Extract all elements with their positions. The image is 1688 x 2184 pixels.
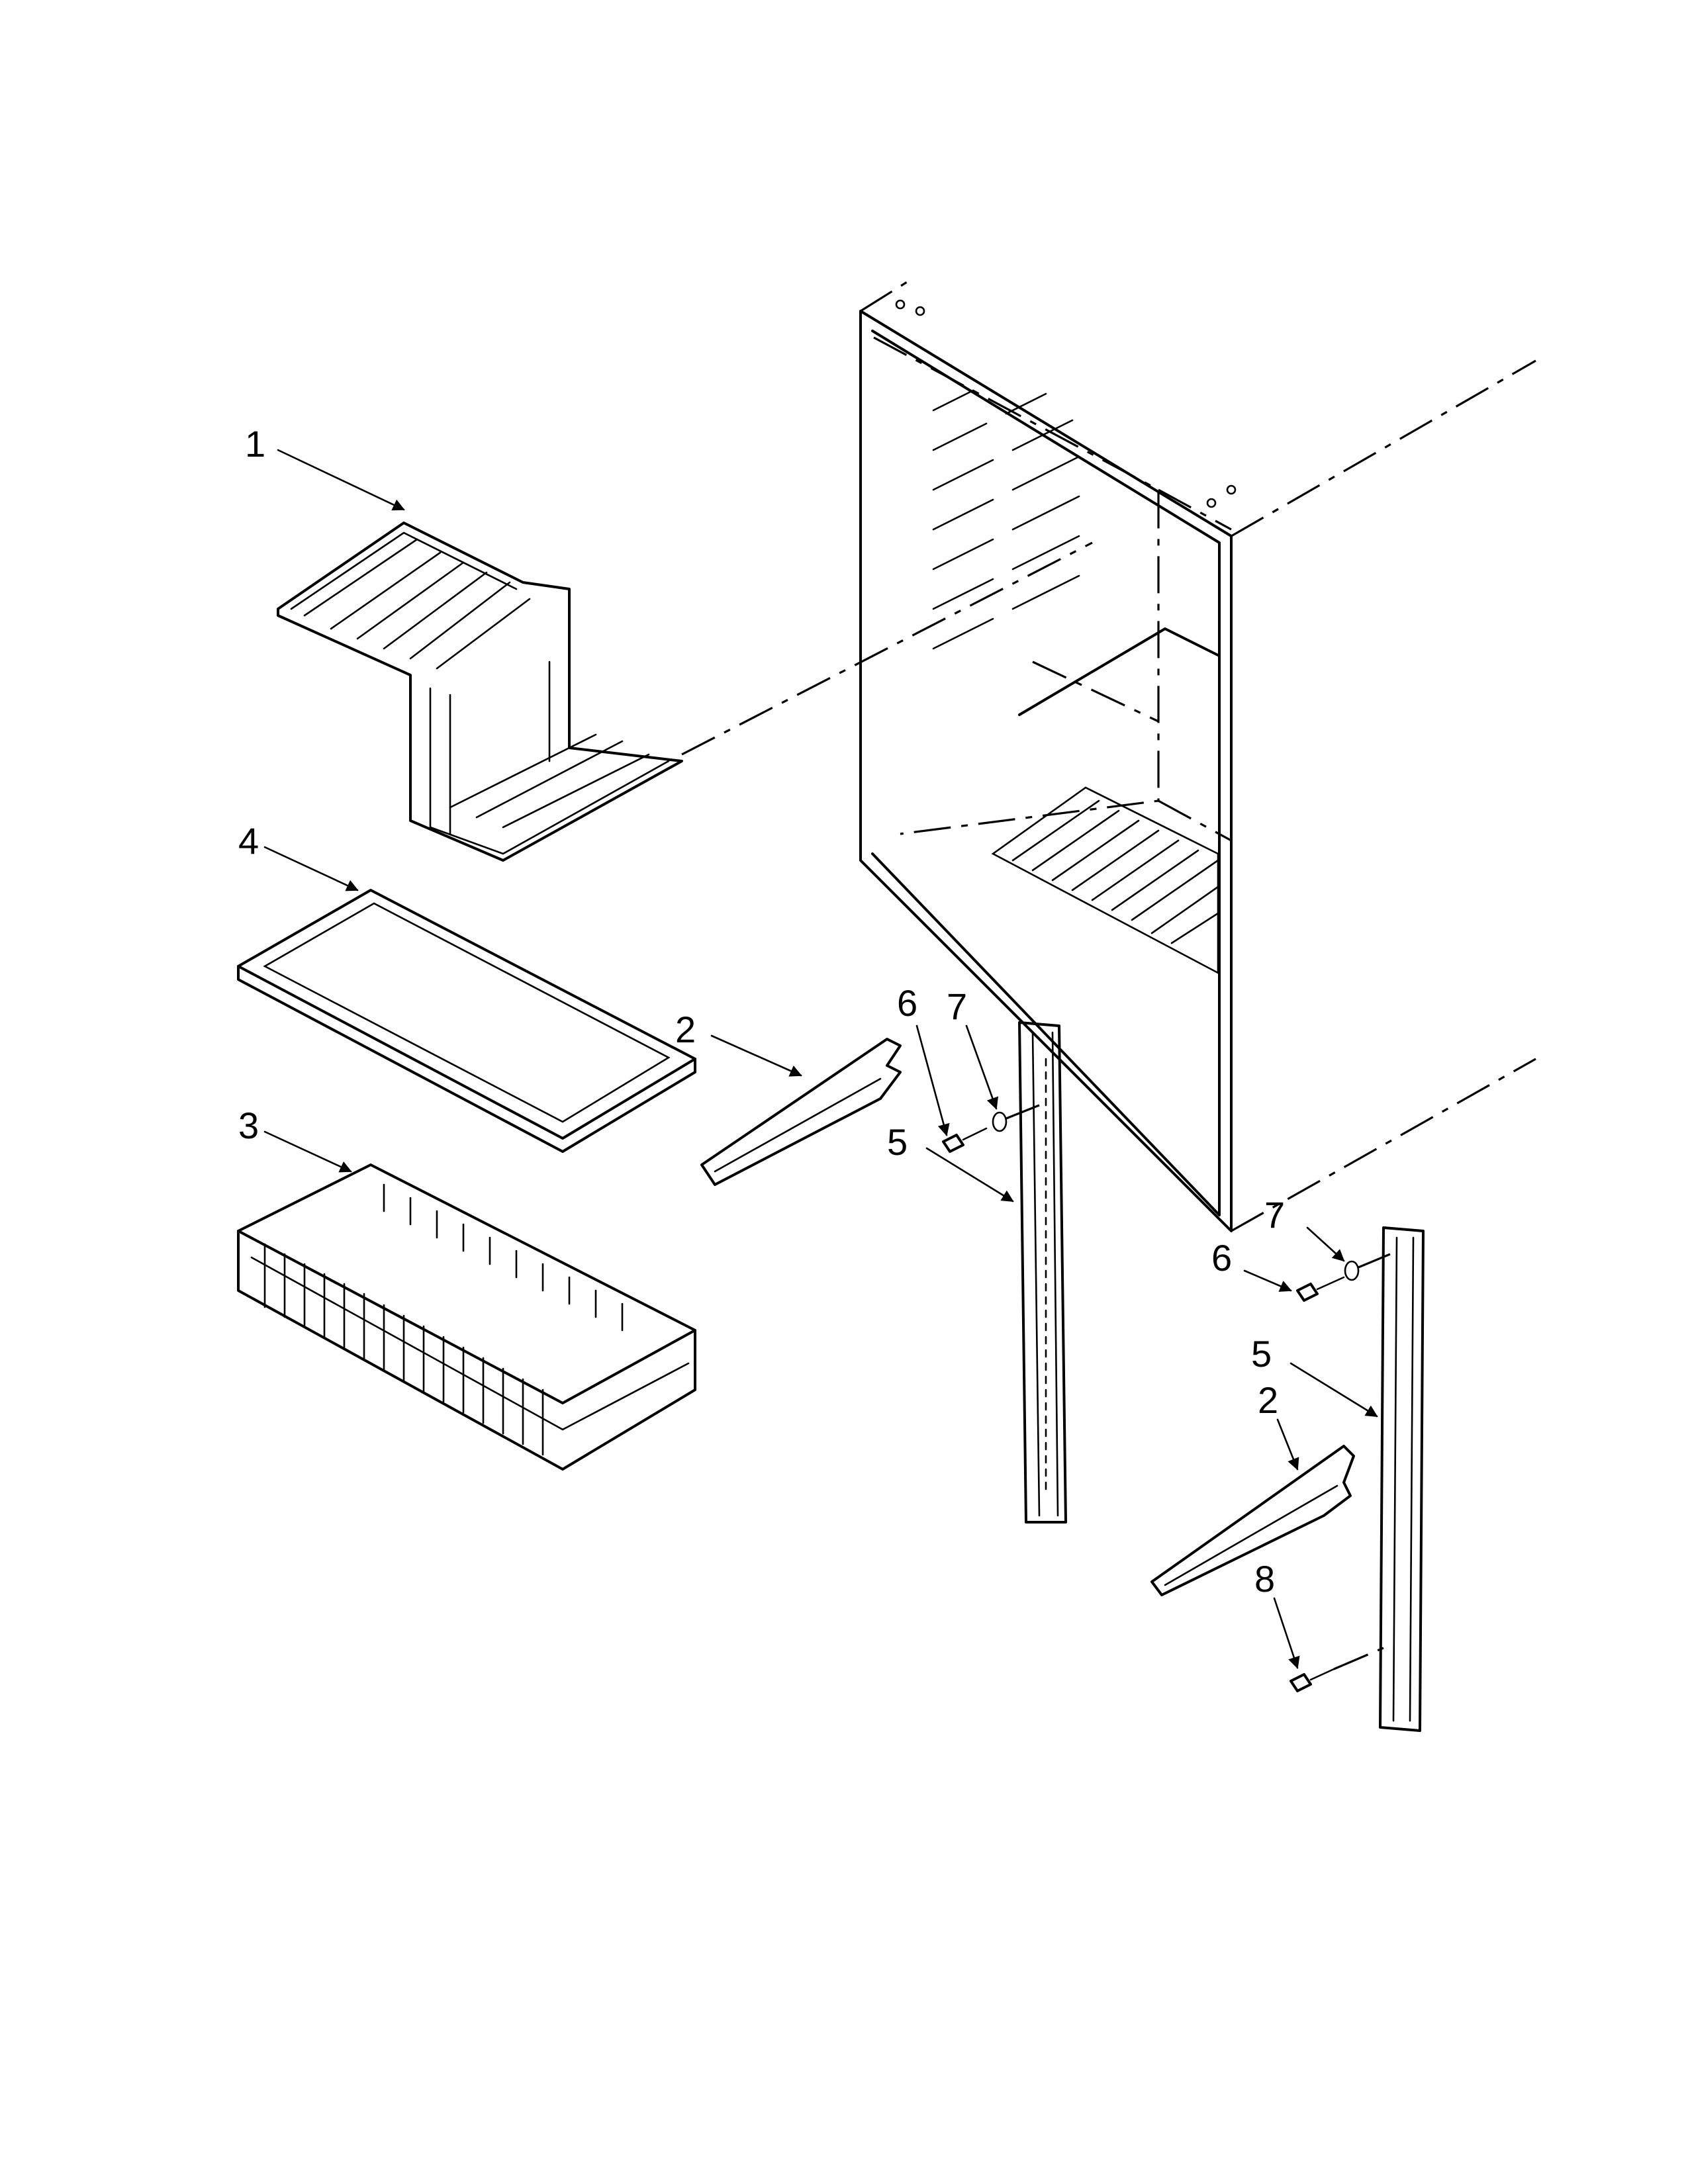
callout-5-right: 5 [1251, 1333, 1272, 1375]
part-1-stepped-wire-shelf [277, 522, 1093, 862]
callout-4: 4 [238, 820, 259, 862]
part-7-washer-right [1344, 1253, 1391, 1281]
callout-leaders [263, 449, 1378, 1669]
callout-2-right: 2 [1258, 1379, 1278, 1421]
lower-vent-grid [991, 786, 1219, 975]
part-5-rail-left [1018, 1021, 1067, 1524]
callout-8: 8 [1254, 1558, 1275, 1600]
callout-1: 1 [245, 423, 265, 465]
callout-5-left: 5 [887, 1121, 908, 1163]
callout-3: 3 [238, 1105, 259, 1146]
part-2-shelf-bracket-right [1150, 1445, 1355, 1596]
part-3-wire-basket [237, 1163, 696, 1471]
callout-7-left: 7 [947, 985, 967, 1027]
upper-vent-slots [932, 389, 1080, 650]
part-8-screw [1289, 1647, 1384, 1692]
part-4-glass-shelf [237, 889, 696, 1153]
part-6-screw-left [942, 1127, 988, 1153]
part-6-screw-right [1296, 1276, 1345, 1302]
callout-2-left: 2 [675, 1009, 696, 1050]
part-5-rail-right [1379, 1226, 1425, 1732]
part-7-washer-left [992, 1104, 1040, 1132]
callout-labels: 1 4 3 2 6 7 5 7 6 5 2 8 [238, 423, 1285, 1600]
callout-6-right: 6 [1211, 1237, 1232, 1279]
freezer-cabinet [859, 277, 1536, 1232]
callout-7-right: 7 [1264, 1194, 1285, 1236]
callout-6-left: 6 [897, 982, 917, 1024]
part-2-shelf-bracket-left [700, 1038, 902, 1186]
